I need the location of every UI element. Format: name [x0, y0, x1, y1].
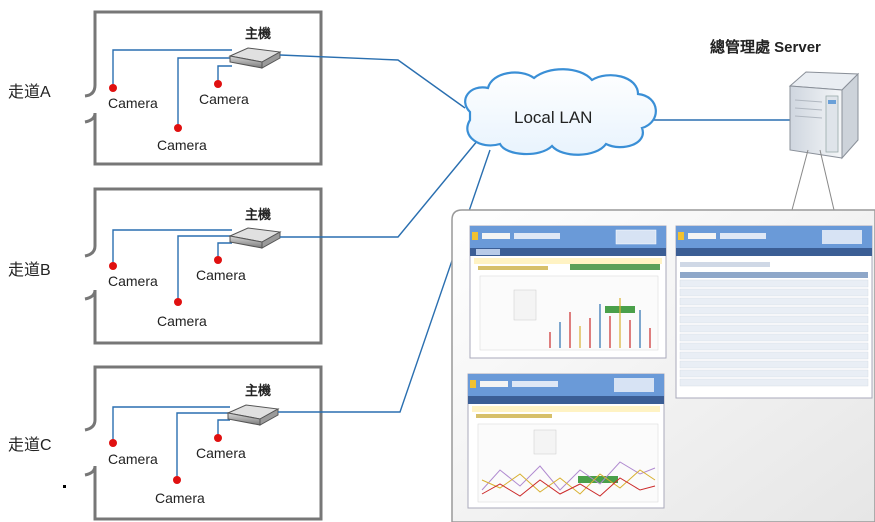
corridor-box: [93, 10, 323, 166]
camera-label: Camera: [108, 273, 158, 289]
camera-dot: [174, 298, 182, 306]
screenshot-window: [467, 373, 665, 509]
server-icon: [788, 71, 860, 160]
screenshot-window: [675, 225, 873, 399]
camera-dot: [214, 434, 222, 442]
host-label: 主機: [245, 383, 271, 398]
corridor-b: 主機 Camera Camera Camera 走道B: [8, 187, 323, 345]
camera-dot: [214, 80, 222, 88]
host-label: 主機: [245, 26, 271, 41]
lan-label: Local LAN: [514, 108, 592, 127]
corridor-label: 走道B: [8, 261, 51, 279]
wiring: [112, 229, 232, 302]
door-arc: [84, 245, 97, 258]
corridor-label: 走道C: [8, 436, 52, 454]
camera-label: Camera: [155, 490, 205, 506]
bullet-dot: [63, 485, 66, 488]
corridor-label: 走道A: [8, 83, 51, 101]
corridor-box: [93, 365, 323, 521]
host-icon: [228, 47, 282, 69]
camera-dot: [109, 262, 117, 270]
wiring: [112, 406, 230, 480]
host-label: 主機: [245, 207, 271, 222]
door-arc: [84, 84, 97, 98]
camera-label: Camera: [108, 451, 158, 467]
server-label: 總管理處 Server: [710, 38, 821, 56]
host-icon: [226, 404, 280, 426]
corridor-box: [93, 187, 323, 345]
screenshot-window: [469, 225, 667, 359]
camera-label: Camera: [157, 313, 207, 329]
camera-dot: [109, 439, 117, 447]
door-arc: [84, 289, 97, 301]
screenshots-panel: [451, 149, 875, 522]
camera-label: Camera: [199, 91, 249, 107]
camera-label: Camera: [157, 137, 207, 153]
cloud-icon: [464, 68, 657, 156]
door-arc: [84, 465, 97, 477]
host-icon: [228, 227, 282, 249]
door-arc: [84, 419, 97, 432]
door-arc: [84, 112, 97, 124]
camera-label: Camera: [196, 267, 246, 283]
wiring: [112, 49, 232, 128]
camera-dot: [174, 124, 182, 132]
camera-dot: [109, 84, 117, 92]
camera-dot: [173, 476, 181, 484]
corridor-c: 主機 Camera Camera Camera 走道C: [8, 365, 323, 521]
camera-dot: [214, 256, 222, 264]
corridor-a: 主機 Camera Camera Camera 走道A: [8, 10, 323, 166]
camera-label: Camera: [108, 95, 158, 111]
camera-label: Camera: [196, 445, 246, 461]
